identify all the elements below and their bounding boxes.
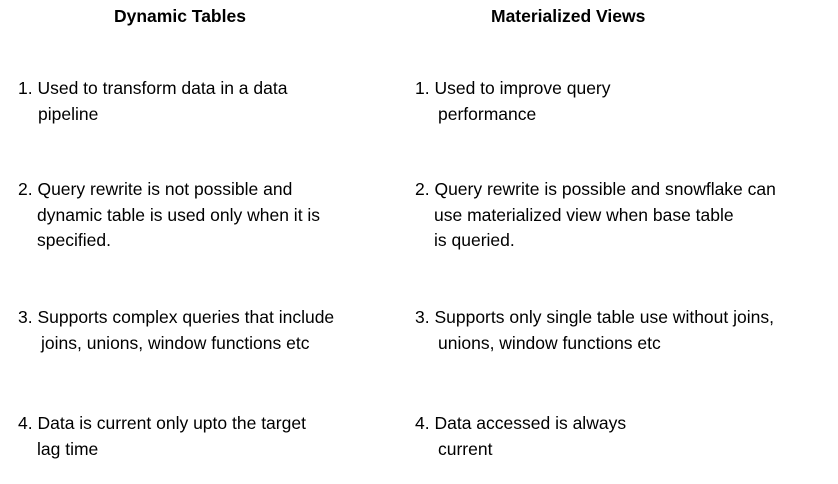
left-item-3: 3. Supports complex queries that include… — [18, 305, 334, 356]
dynamic-tables-heading: Dynamic Tables — [114, 6, 246, 26]
right-item-3-line-2: unions, window functions etc — [438, 332, 661, 353]
left-item-2-line-2: dynamic table is used only when it is — [37, 204, 321, 225]
right-item-1-line-1: 1. Used to improve query — [415, 78, 611, 98]
left-item-4-line-2: lag time — [37, 438, 99, 459]
left-item-1-line-1: 1. Used to transform data in a data — [18, 78, 288, 98]
right-item-2: 2. Query rewrite is possible and snowfla… — [415, 177, 776, 254]
left-item-2-line-1: 2. Query rewrite is not possible and — [18, 179, 293, 199]
left-item-4-line-1: 4. Data is current only upto the target — [18, 413, 306, 433]
materialized-views-heading: Materialized Views — [491, 6, 646, 26]
right-item-1: 1. Used to improve query performance — [415, 76, 611, 127]
left-item-1-line-2: pipeline — [38, 103, 99, 124]
left-item-3-line-1: 3. Supports complex queries that include — [18, 307, 335, 327]
right-item-2-line-2: use materialized view when base table — [434, 204, 734, 225]
right-item-3: 3. Supports only single table use withou… — [415, 305, 774, 356]
right-item-4-line-1: 4. Data accessed is always — [415, 413, 627, 433]
right-item-1-line-2: performance — [438, 103, 537, 124]
left-item-2: 2. Query rewrite is not possible and dyn… — [18, 177, 320, 254]
right-item-2-line-1: 2. Query rewrite is possible and snowfla… — [415, 179, 776, 199]
left-item-4: 4. Data is current only upto the target … — [18, 411, 306, 462]
right-item-4: 4. Data accessed is always current — [415, 411, 626, 462]
left-item-2-line-3: specified. — [37, 230, 111, 250]
right-item-4-line-2: current — [438, 438, 493, 459]
right-item-2-line-3: is queried. — [434, 230, 515, 250]
right-item-3-line-1: 3. Supports only single table use withou… — [415, 307, 774, 327]
left-item-3-line-2: joins, unions, window functions etc — [41, 332, 310, 353]
left-item-1: 1. Used to transform data in a data pipe… — [18, 76, 287, 127]
